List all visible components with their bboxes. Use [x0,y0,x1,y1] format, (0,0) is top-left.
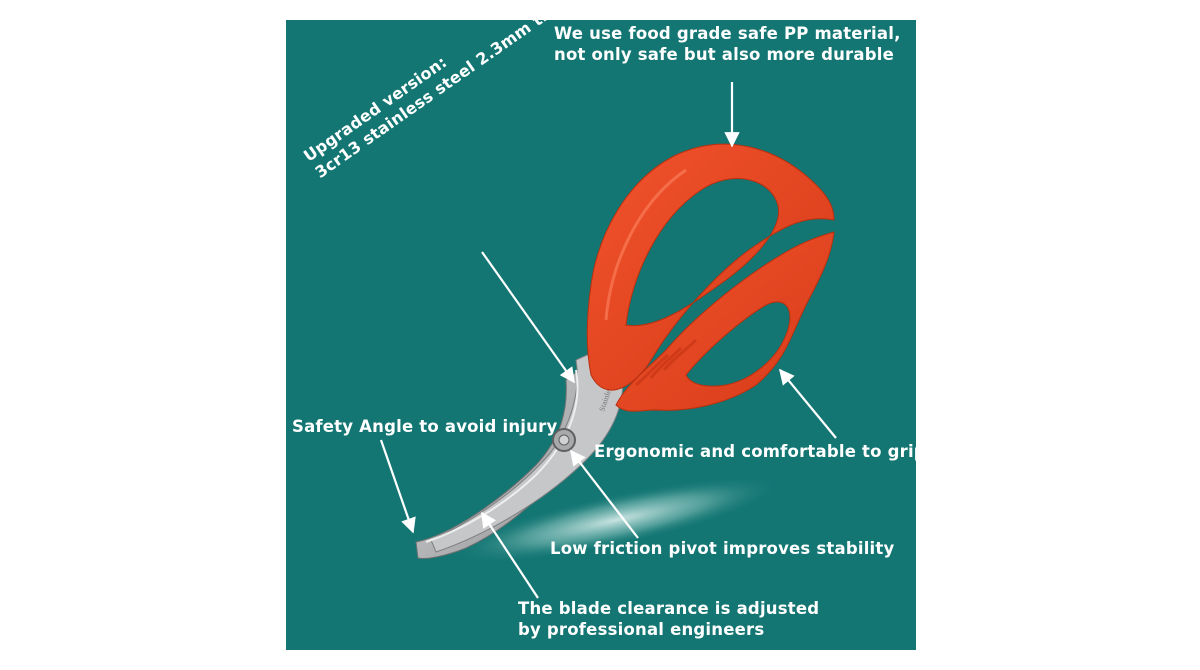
grip-annotation: Ergonomic and comfortable to grip [594,442,916,461]
lower-handle [615,231,835,412]
material-annotation: We use food grade safe PP material, not … [554,23,901,65]
light-reflection [449,476,783,564]
clearance-annotation: The blade clearance is adjusted by profe… [518,598,819,640]
safety-annotation: Safety Angle to avoid injury [292,417,558,436]
clearance-annotation-line1: The blade clearance is adjusted [518,599,820,618]
scissors-illustration: Stainless 3cr13 [379,82,837,599]
material-annotation-line1: We use food grade safe PP material, [554,24,901,43]
arrow-safety [379,439,416,534]
material-annotation-line2: not only safe but also more durable [554,45,894,64]
arrow-grip [779,368,837,439]
arrow-clearance [481,511,539,599]
product-image-panel: Stainless 3cr13 We use food grade safe P… [286,20,916,650]
pivot-annotation: Low friction pivot improves stability [550,539,895,558]
arrow-steel [481,251,575,384]
arrow-pivot [570,449,639,539]
clearance-annotation-line2: by professional engineers [518,620,765,639]
